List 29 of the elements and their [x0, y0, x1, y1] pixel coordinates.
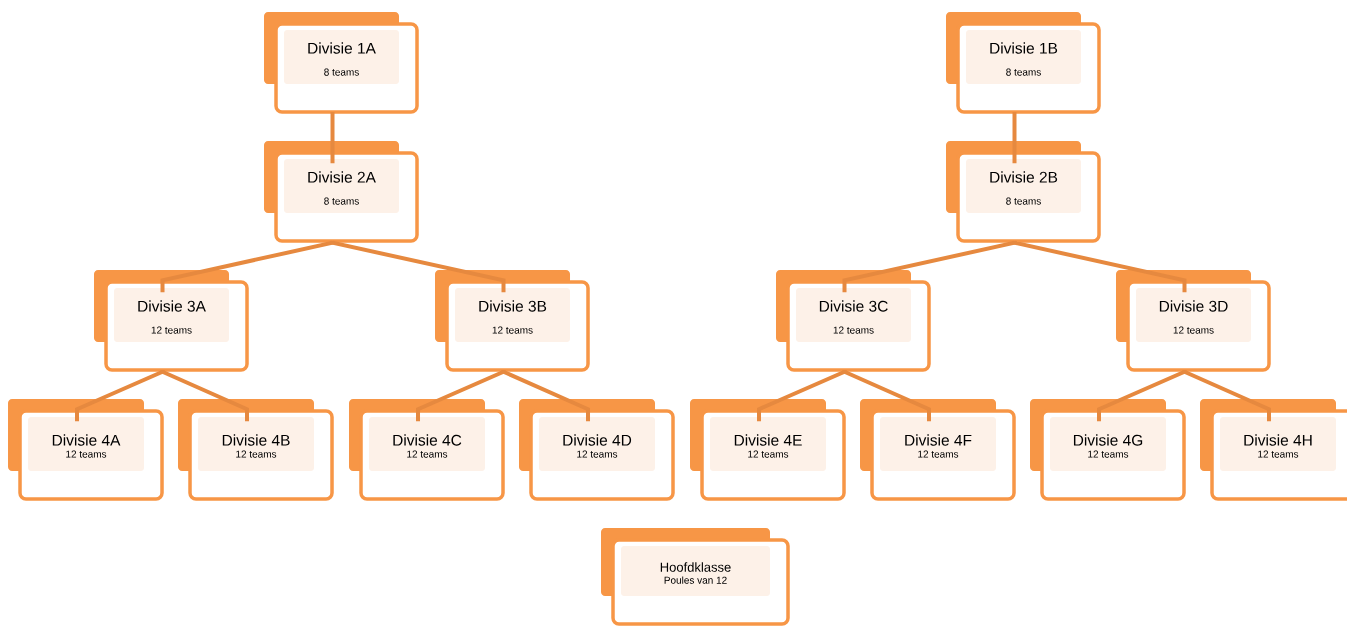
org-box: Divisie 4G 12 teams: [1030, 399, 1186, 501]
org-box: Divisie 2A 8 teams: [264, 141, 419, 243]
org-box: Divisie 4D 12 teams: [519, 399, 675, 501]
connector-line: [330, 112, 335, 164]
org-box: Divisie 3B 12 teams: [435, 270, 590, 372]
org-box: Hoofdklasse Poules van 12: [601, 528, 790, 626]
connector-line: [501, 369, 590, 422]
org-box: Divisie 4C 12 teams: [349, 399, 505, 501]
org-box: Divisie 4H 12 teams: [1200, 399, 1347, 501]
org-box: Divisie 3A 12 teams: [94, 270, 249, 372]
org-box: Divisie 4A 12 teams: [8, 399, 164, 501]
connector-line: [1012, 239, 1187, 293]
org-box: Divisie 2B 8 teams: [946, 141, 1101, 243]
connector-line: [416, 369, 506, 422]
org-box: Divisie 1A 8 teams: [264, 12, 419, 114]
org-box: Divisie 4E 12 teams: [690, 399, 846, 501]
connector-line: [1097, 369, 1187, 422]
org-box: Divisie 4B 12 teams: [178, 399, 334, 501]
connector-line: [757, 369, 847, 422]
connector-line: [330, 239, 506, 293]
connector-line: [75, 369, 165, 422]
connector-line: [160, 369, 249, 422]
org-box: Divisie 4F 12 teams: [860, 399, 1016, 501]
org-box: Divisie 3D 12 teams: [1116, 270, 1271, 372]
connector-line: [1012, 112, 1017, 164]
org-box: Divisie 3C 12 teams: [776, 270, 931, 372]
connector-line: [842, 369, 931, 422]
connector-line: [1182, 369, 1271, 422]
org-box: Divisie 1B 8 teams: [946, 12, 1101, 114]
